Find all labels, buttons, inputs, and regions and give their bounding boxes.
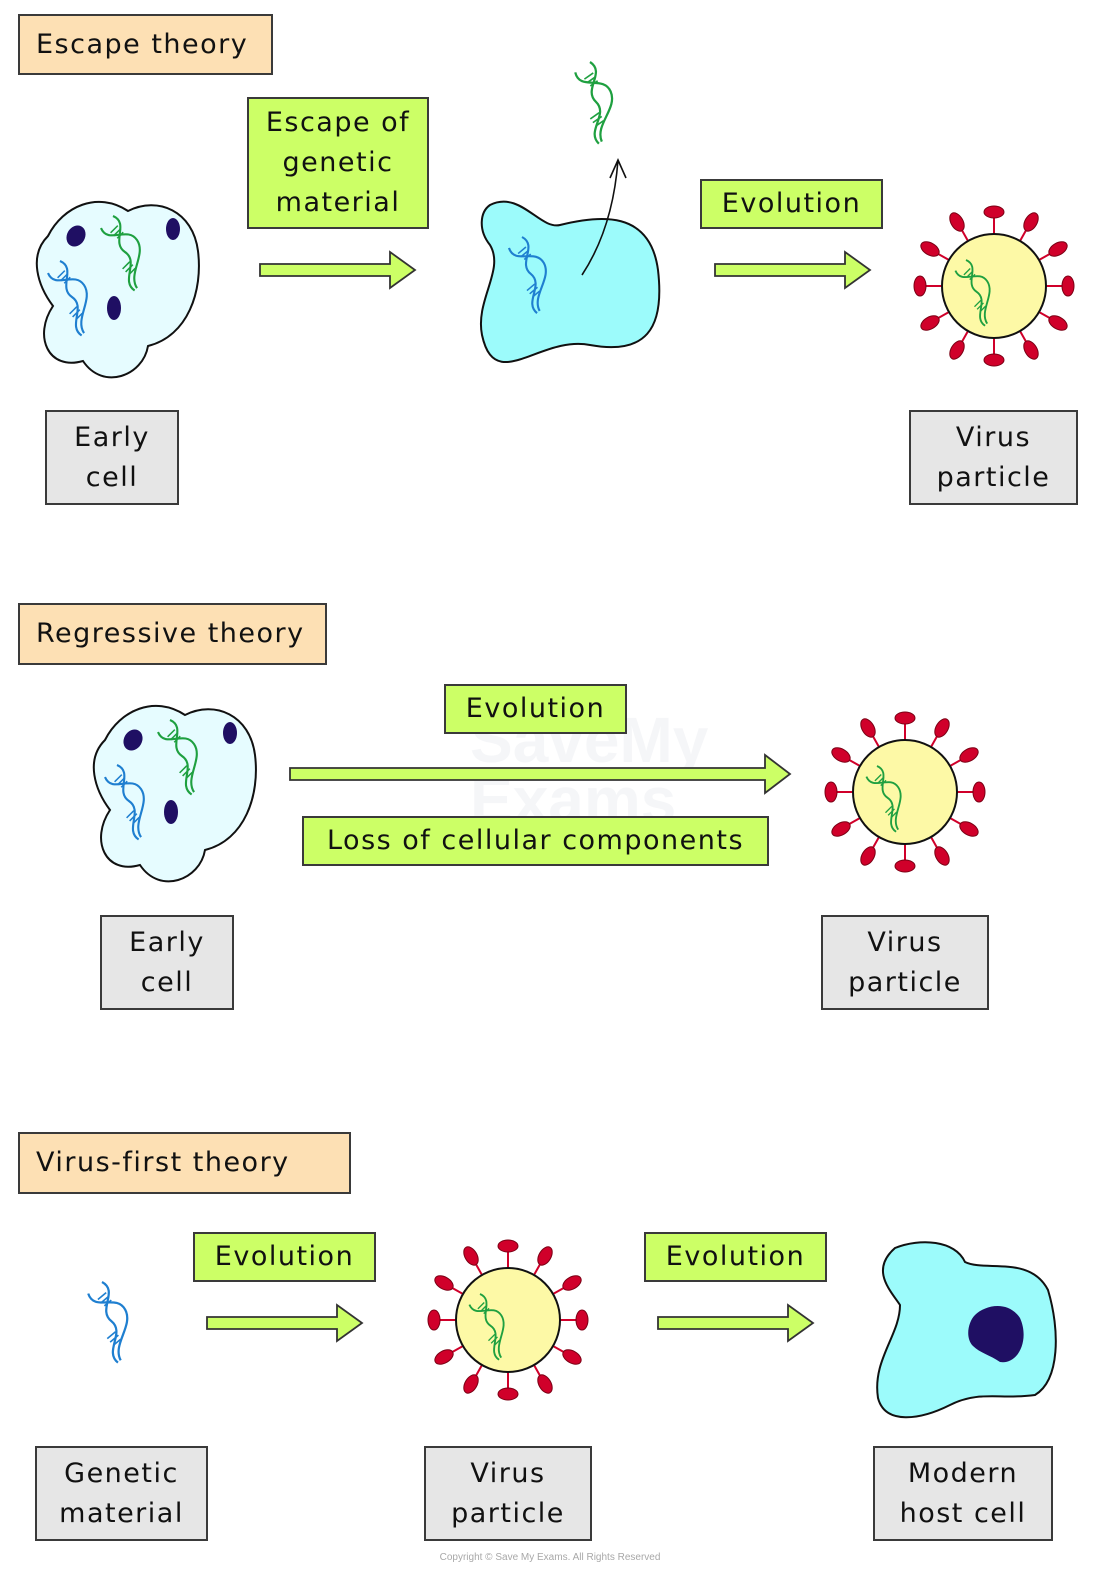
caption-virus-particle-3: Virus particle xyxy=(424,1446,592,1541)
label-loss-of-cellular-components: Loss of cellular components xyxy=(302,816,769,866)
virus-particle-2 xyxy=(825,712,985,872)
title-escape-theory: Escape theory xyxy=(18,14,273,75)
virus-particle-3 xyxy=(428,1240,588,1400)
copyright-notice: Copyright © Save My Exams. All Rights Re… xyxy=(439,1552,661,1563)
genetic-material-dna xyxy=(70,1280,151,1364)
label-evolution-3a: Evolution xyxy=(193,1232,376,1282)
virus-particle-1 xyxy=(914,206,1074,366)
caption-early-cell-2: Early cell xyxy=(100,915,234,1010)
label-escape-genetic-material: Escape of genetic material xyxy=(247,97,429,229)
caption-modern-host-cell: Modern host cell xyxy=(873,1446,1053,1541)
label-evolution-3b: Evolution xyxy=(644,1232,827,1282)
arrow-evolution-3b xyxy=(657,1304,814,1342)
caption-early-cell-1: Early cell xyxy=(45,410,179,505)
escape-curved-arrow xyxy=(581,158,627,276)
label-evolution-2: Evolution xyxy=(444,684,627,734)
title-virus-first-theory: Virus-first theory xyxy=(18,1132,351,1194)
modern-host-cell xyxy=(876,1241,1057,1419)
caption-virus-particle-2: Virus particle xyxy=(821,915,989,1010)
escaped-dna xyxy=(556,60,634,145)
early-cell-2 xyxy=(90,706,256,881)
cytoplasm-fragment xyxy=(479,200,661,364)
caption-virus-particle-1: Virus particle xyxy=(909,410,1078,505)
arrow-evolution-3a xyxy=(206,1304,363,1342)
caption-genetic-material: Genetic material xyxy=(35,1446,208,1541)
early-cell-1 xyxy=(33,202,199,377)
arrow-escape xyxy=(259,251,416,289)
label-evolution-1: Evolution xyxy=(700,179,883,229)
arrow-regressive xyxy=(289,753,792,795)
arrow-evolution-1 xyxy=(714,251,871,289)
title-regressive-theory: Regressive theory xyxy=(18,603,327,665)
